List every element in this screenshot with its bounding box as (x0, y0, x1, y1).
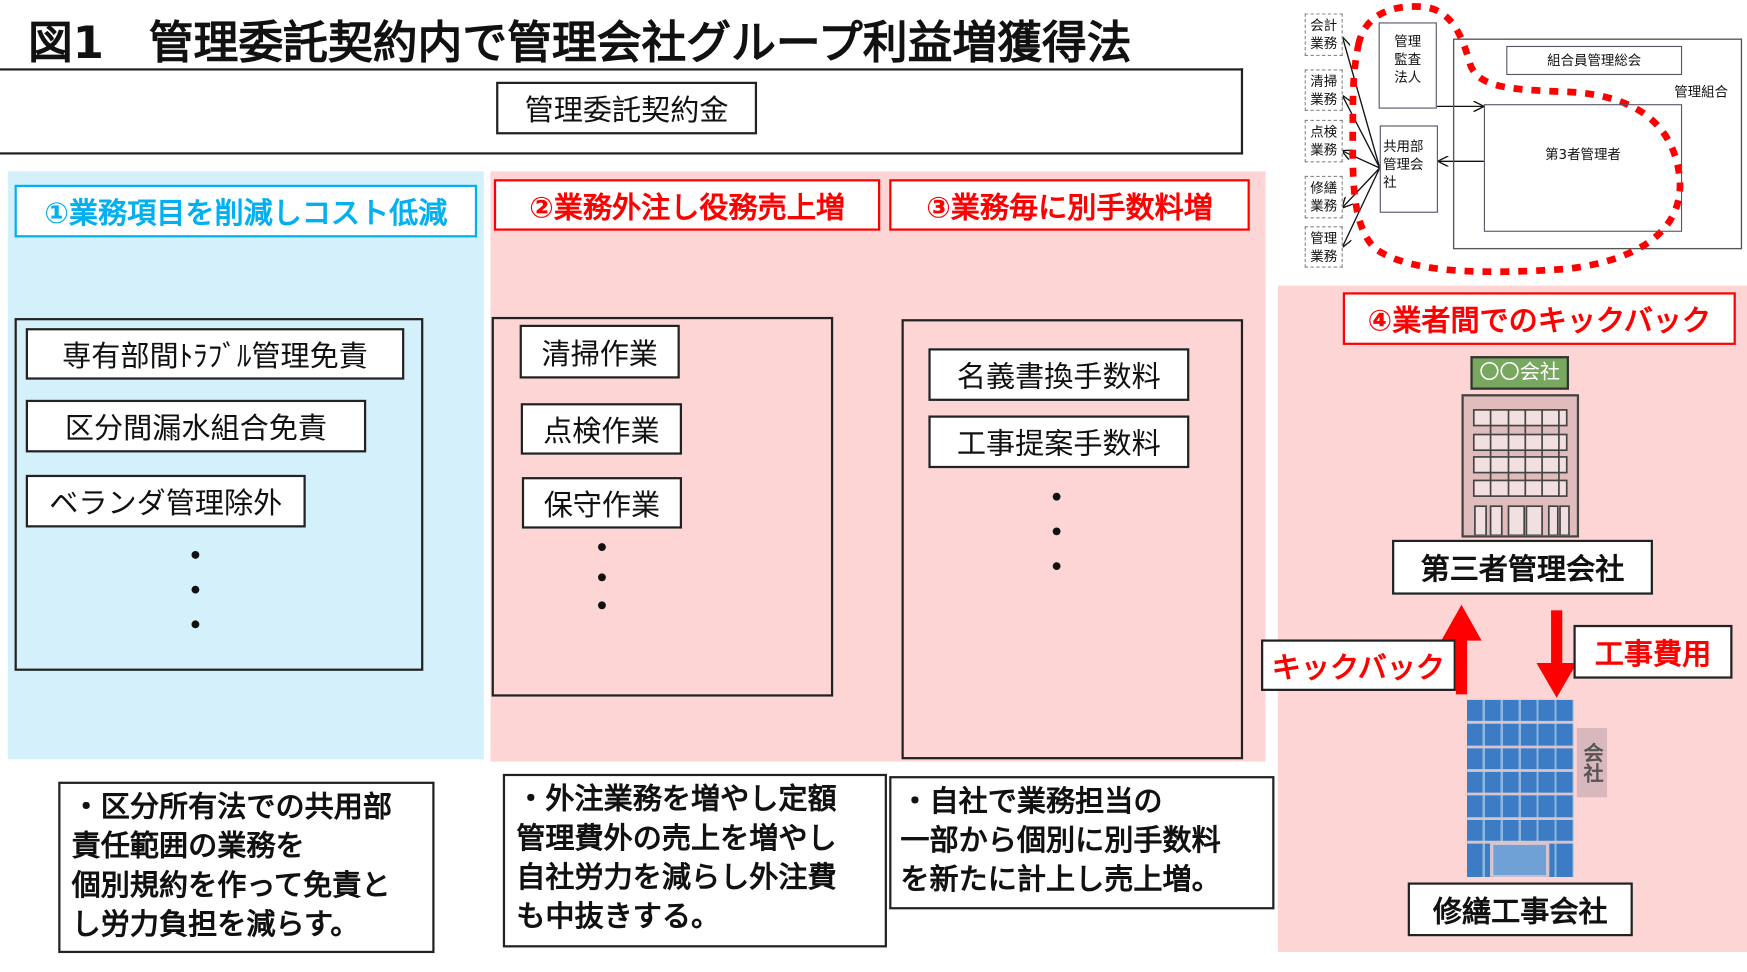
auditor-box: 管理監査法人 (1378, 22, 1437, 109)
general-meeting-box: 組合員管理総会 (1506, 45, 1683, 76)
section3-item: 名義書換手数料 (928, 348, 1190, 401)
section2-item: 点検作業 (520, 403, 683, 455)
section2-item: 清掃作業 (519, 324, 680, 379)
section2-item: 保守作業 (521, 477, 683, 529)
section2-note: ・外注業務を増やし定額 管理費外の売上を増やし 自社労力を減らし外注費 も中抜き… (502, 773, 887, 948)
association-label: 管理組合 (1674, 83, 1729, 100)
section1-panel (7, 171, 484, 760)
third-party-manager-label: 第3者管理者 (1545, 146, 1621, 163)
section3-label: ③業務毎に別手数料増 (889, 179, 1250, 231)
page-title: 図1 管理委託契約内で管理会社グループ利益増獲得法 (27, 17, 1132, 70)
contract-frame (0, 68, 1244, 155)
org-diagram-lines (0, 3, 1743, 276)
repair-building-icon (1467, 699, 1574, 879)
ellipsis-dot (598, 601, 606, 610)
task-box: 清掃業務 (1304, 69, 1343, 111)
section1-list (14, 318, 424, 671)
task-box: 点検業務 (1304, 119, 1343, 163)
kickback-arrow-up-icon (1441, 604, 1482, 695)
company-sign: 〇〇会社 (1470, 356, 1569, 390)
section1-item: 区分間漏水組合免責 (25, 399, 367, 453)
cost-arrow-down-icon (1536, 610, 1577, 698)
section3-list (901, 319, 1244, 760)
association-frame (1452, 38, 1743, 250)
section2-label: ②業務外注し役務売上増 (493, 179, 881, 231)
ellipsis-dot (191, 585, 200, 594)
section3-note: ・自社で業務担当の 一部から個別に別手数料 を新たに計上し売上増。 (889, 776, 1275, 910)
building-side-sign: 会社 (1576, 727, 1608, 798)
section3-item: 工事提案手数料 (928, 415, 1190, 469)
ellipsis-dot (598, 543, 606, 551)
repair-company-label: 修繕工事会社 (1407, 882, 1633, 937)
third-party-company-label: 第三者管理会社 (1392, 539, 1653, 595)
ellipsis-dot (1052, 562, 1061, 571)
section4-label: ④業者間でのキックバック (1342, 292, 1736, 345)
section1-note: ・区分所有法での共用部 責任範囲の業務を 個別規約を作って免責と し労力負担を減… (58, 781, 435, 954)
red-dotted-outline (1349, 3, 1684, 276)
ellipsis-dot (1052, 527, 1061, 536)
mgmt-company-box: 共用部管理会社 (1379, 125, 1438, 213)
section1-item: 専有部間ﾄﾗﾌﾞﾙ管理免責 (25, 328, 405, 380)
section1-label: ①業務項目を削減しコスト低減 (14, 184, 478, 238)
kickback-label: キックバック (1261, 639, 1456, 691)
ellipsis-dot (1052, 492, 1061, 501)
task-box: 会計業務 (1304, 13, 1343, 56)
ellipsis-dot (598, 573, 606, 582)
task-box: 修繕業務 (1304, 175, 1343, 219)
contract-label: 管理委託契約金 (496, 81, 758, 135)
ellipsis-dot (191, 550, 200, 559)
section2-list (491, 316, 834, 697)
construction-cost-label: 工事費用 (1573, 624, 1733, 679)
task-box: 管理業務 (1304, 226, 1343, 268)
section1-item: ベランダ管理除外 (25, 474, 306, 528)
ellipsis-dot (191, 620, 200, 629)
building-windows-icon (1472, 409, 1570, 537)
management-building-icon (1461, 394, 1580, 538)
third-party-manager-box: 第3者管理者 (1483, 104, 1683, 232)
flow-arrows (1441, 604, 1577, 698)
